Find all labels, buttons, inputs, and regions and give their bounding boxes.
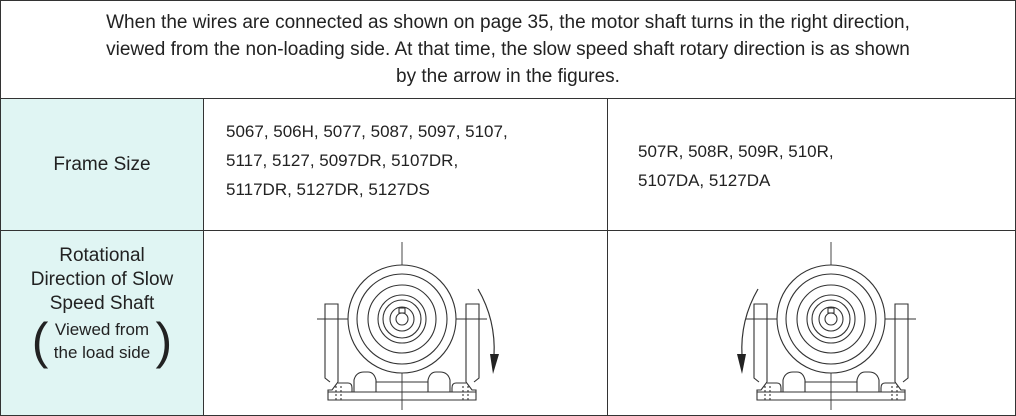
intro-note: When the wires are connected as shown on… xyxy=(1,1,1015,98)
frame-size-group-1-line-2: 5117, 5127, 5097DR, 5107DR, xyxy=(226,151,459,170)
rotation-label-line-1: Rotational xyxy=(59,245,145,266)
close-paren: ) xyxy=(155,313,173,369)
viewed-from-note: ( Viewed from the load side ) xyxy=(32,314,172,368)
intro-line-1: When the wires are connected as shown on… xyxy=(106,12,910,33)
rotation-label-cell: Rotational Direction of Slow Speed Shaft… xyxy=(1,230,203,415)
frame-size-group-1: 5067, 506H, 5077, 5087, 5097, 5107, 5117… xyxy=(203,98,607,230)
frame-size-group-2: 507R, 508R, 509R, 510R, 5107DA, 5127DA xyxy=(607,98,1015,230)
intro-line-2: viewed from the non-loading side. At tha… xyxy=(106,39,910,60)
frame-size-label: Frame Size xyxy=(53,153,151,175)
viewed-from-line-1: Viewed from xyxy=(54,320,150,339)
rotation-label-line-3: Speed Shaft xyxy=(49,293,155,314)
frame-size-group-1-line-1: 5067, 506H, 5077, 5087, 5097, 5107, xyxy=(226,122,508,141)
figure-clockwise-cell xyxy=(203,230,607,415)
frame-size-group-2-line-1: 507R, 508R, 509R, 510R, xyxy=(638,142,834,161)
viewed-from-line-2: the load side xyxy=(53,343,151,362)
open-paren: ( xyxy=(31,313,49,369)
frame-size-group-1-line-3: 5117DR, 5127DR, 5127DS xyxy=(226,180,430,199)
frame-size-group-2-line-2: 5107DA, 5127DA xyxy=(638,171,771,190)
frame-size-label-cell: Frame Size xyxy=(1,98,203,230)
intro-line-3: by the arrow in the figures. xyxy=(396,66,620,87)
figure-counterclockwise-cell xyxy=(607,230,1015,415)
motor-counterclockwise-figure xyxy=(737,242,916,410)
rotation-label-line-2: Direction of Slow xyxy=(30,269,174,290)
motor-clockwise-figure xyxy=(317,242,499,410)
